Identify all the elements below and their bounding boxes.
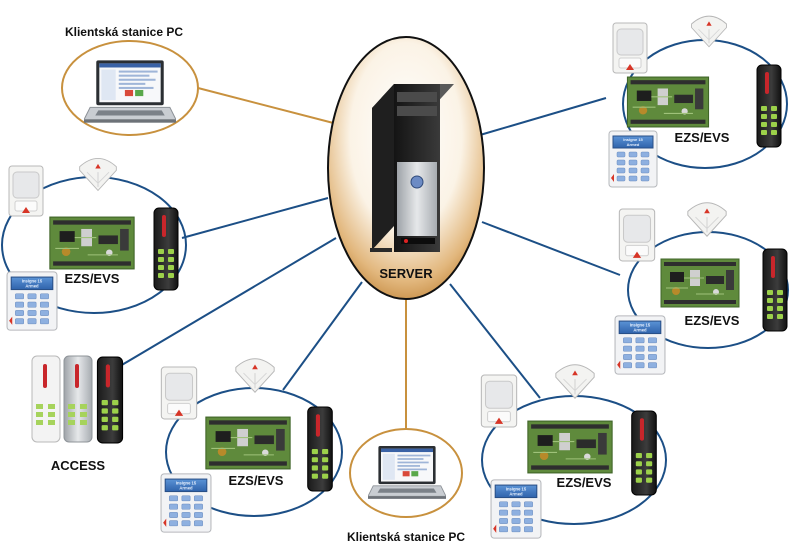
ezs-cluster-top-right: EZS/EVS: [608, 15, 788, 188]
circuit-board-icon: [527, 420, 613, 474]
link-server-ezs-top-right: [479, 97, 607, 136]
lcd-keypad-icon: [614, 315, 666, 375]
card-reader-icon: [96, 356, 124, 444]
ezs-cluster-bottom-left: EZS/EVS: [160, 358, 343, 533]
laptop-icon: [368, 445, 446, 500]
pir-sensor-icon: [8, 165, 44, 217]
circuit-board-icon: [49, 216, 135, 270]
circuit-board-icon: [205, 416, 291, 470]
ezs-label: EZS/EVS: [675, 130, 730, 145]
ezs-label: EZS/EVS: [685, 313, 740, 328]
card-reader-icon: [762, 248, 788, 332]
lcd-keypad-icon: [490, 479, 542, 539]
card-reader-white: [31, 355, 61, 443]
access-label: ACCESS: [51, 458, 106, 473]
ezs-cluster-mid-right: EZS/EVS: [614, 202, 789, 375]
lcd-keypad-icon: [160, 473, 212, 533]
client-bottom-label: Klientská stanice PC: [347, 530, 465, 544]
link-server-client-top: [197, 87, 346, 127]
client-pc-bottom: Klientská stanice PC: [347, 428, 465, 544]
card-reader-silver: [63, 355, 93, 443]
pir-sensor-icon: [480, 374, 518, 428]
card-reader-icon: [153, 207, 179, 291]
link-server-ezs-bottom-right: [449, 283, 541, 399]
ceiling-sensor-icon: [555, 364, 595, 399]
link-server-ezs-mid-right: [481, 221, 621, 276]
client-pc-top: Klientská stanice PC: [61, 25, 199, 136]
ezs-label: EZS/EVS: [557, 475, 612, 490]
card-reader-icon: [756, 64, 782, 148]
ceiling-sensor-icon: [235, 358, 275, 393]
server-node: SERVER: [327, 36, 485, 300]
ezs-cluster-left: EZS/EVS: [1, 157, 187, 331]
ezs-label: EZS/EVS: [229, 473, 284, 488]
link-server-ezs-bottom-left: [282, 281, 363, 391]
ezs-label: EZS/EVS: [65, 271, 120, 286]
circuit-board-icon: [660, 258, 740, 308]
ceiling-sensor-icon: [687, 202, 727, 237]
pir-sensor-icon: [160, 366, 198, 420]
tower-server-icon: [370, 84, 454, 252]
link-server-ezs-left: [181, 197, 329, 239]
card-reader-icon: [307, 406, 333, 492]
pir-sensor-icon: [618, 208, 656, 262]
circuit-board-icon: [626, 76, 710, 128]
access-cluster: ACCESS: [31, 355, 124, 473]
connection-lines: [109, 87, 621, 430]
server-label: SERVER: [379, 266, 433, 281]
link-server-access: [109, 237, 337, 373]
client-top-label: Klientská stanice PC: [65, 25, 183, 39]
ezs-cluster-bottom-right: EZS/EVS: [480, 364, 667, 539]
lcd-keypad-icon: [608, 130, 658, 188]
ceiling-sensor-icon: [79, 157, 117, 192]
lcd-keypad-icon: [6, 271, 58, 331]
laptop-icon: [84, 59, 176, 124]
card-reader-icon: [631, 410, 657, 496]
pir-sensor-icon: [612, 22, 648, 74]
